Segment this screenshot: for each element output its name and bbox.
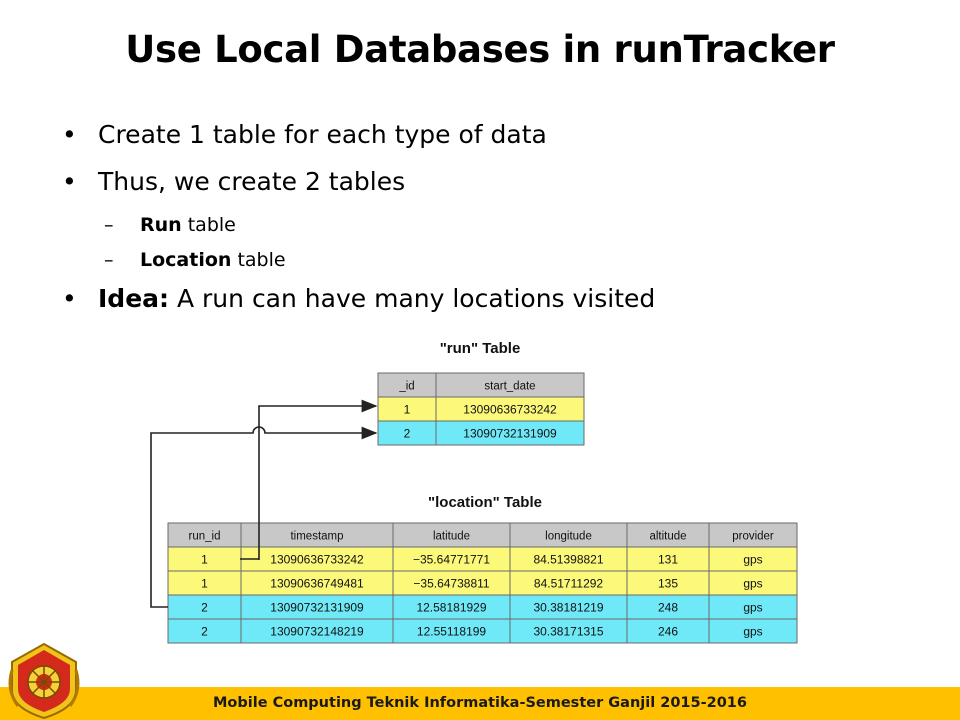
bullet-item: • Thus, we create 2 tables [62,165,655,198]
run-table-cell: 13090636733242 [463,403,557,417]
location-table-cell: 246 [658,625,678,639]
bullet-dot: • [62,167,77,196]
location-table-cell: 30.38171315 [533,625,603,639]
sub-bullet-bold: Location [140,249,232,271]
location-table-header-cell: run_id [189,531,221,543]
location-table-cell: 2 [201,625,208,639]
bullet-text: Thus, we create 2 tables [98,167,406,196]
location-table-cell: 13090732148219 [270,625,364,639]
bullet-item: • Create 1 table for each type of data [62,118,655,151]
location-table-row [167,618,798,644]
location-table-cell: 2 [201,601,208,615]
location-table-cell: −35.64771771 [413,553,490,567]
location-table-cell: 1 [201,577,208,591]
bullet-dot: • [62,120,77,149]
database-diagram: "run" Table _id start_date 1 13090636733242 2… [143,330,801,655]
location-table-caption: "location" Table [428,494,542,511]
sub-bullet-text: table [181,214,236,236]
location-table-cell: gps [743,601,762,615]
sub-bullet-bold: Run [140,214,182,236]
location-table-cell: 84.51711292 [534,577,604,591]
location-table-header-cell: longitude [545,531,592,543]
database-diagram-svg: "run" Table _id start_date 1 13090636733242 2… [150,340,798,644]
sub-bullet-text: table [231,249,286,271]
location-table-row [167,594,798,620]
bullet-text: Create 1 table for each type of data [98,120,547,149]
location-table-header-cell: latitude [433,531,470,543]
run-table-caption: "run" Table [440,340,521,357]
bullet-bold: Idea: [98,284,170,313]
bullet-item: • Idea: A run can have many locations vi… [62,282,655,315]
location-table-header-cell: provider [732,531,774,543]
run-table-cell: 13090732131909 [463,427,557,441]
location-table-cell: gps [743,625,762,639]
location-table-cell: 13090636733242 [270,553,364,567]
location-table-cell: 84.51398821 [533,553,603,567]
run-table-row [377,396,585,422]
location-table-cell: 12.58181929 [416,601,486,615]
location-table-header-cell: altitude [649,531,686,543]
university-logo-icon [8,642,80,720]
location-table-cell: 248 [658,601,678,615]
location-table-cell: −35.64738811 [413,577,490,591]
bullet-list: • Create 1 table for each type of data •… [62,118,655,329]
location-table-cell: 13090636749481 [270,577,364,591]
location-table-cell: 12.55118199 [417,625,487,639]
sub-bullet-dash: – [104,214,114,236]
location-table-cell: 135 [658,577,678,591]
location-table-header-cell: timestamp [290,531,343,543]
location-table-cell: gps [743,577,762,591]
run-table-row [377,420,585,446]
sub-bullet-item: – Location table [62,247,655,273]
relation-arrow-run2 [150,426,378,608]
location-table-cell: 131 [658,553,678,567]
bullet-text: A run can have many locations visited [169,284,656,313]
location-table-row [167,570,798,596]
location-table-cell: 30.38181219 [533,601,603,615]
run-table-cell: 2 [404,427,411,441]
relation-arrow-run1 [258,399,378,560]
sub-bullet-dash: – [104,249,114,271]
location-table-cell: 13090732131909 [270,601,364,615]
location-table-cell: gps [743,553,762,567]
bullet-dot: • [62,284,77,313]
location-table-cell: 1 [201,553,208,567]
footer-bar: Mobile Computing Teknik Informatika-Seme… [0,687,960,720]
location-table-row [167,546,798,572]
run-table-header-cell: start_date [484,381,535,393]
sub-bullet-item: – Run table [62,212,655,238]
run-table-cell: 1 [404,403,411,417]
location-table-header-row [167,522,798,548]
slide-title: Use Local Databases in runTracker [125,28,835,71]
run-table-header-cell: _id [398,381,414,393]
footer-text: Mobile Computing Teknik Informatika-Seme… [213,695,747,711]
run-table-header-row [377,372,585,398]
